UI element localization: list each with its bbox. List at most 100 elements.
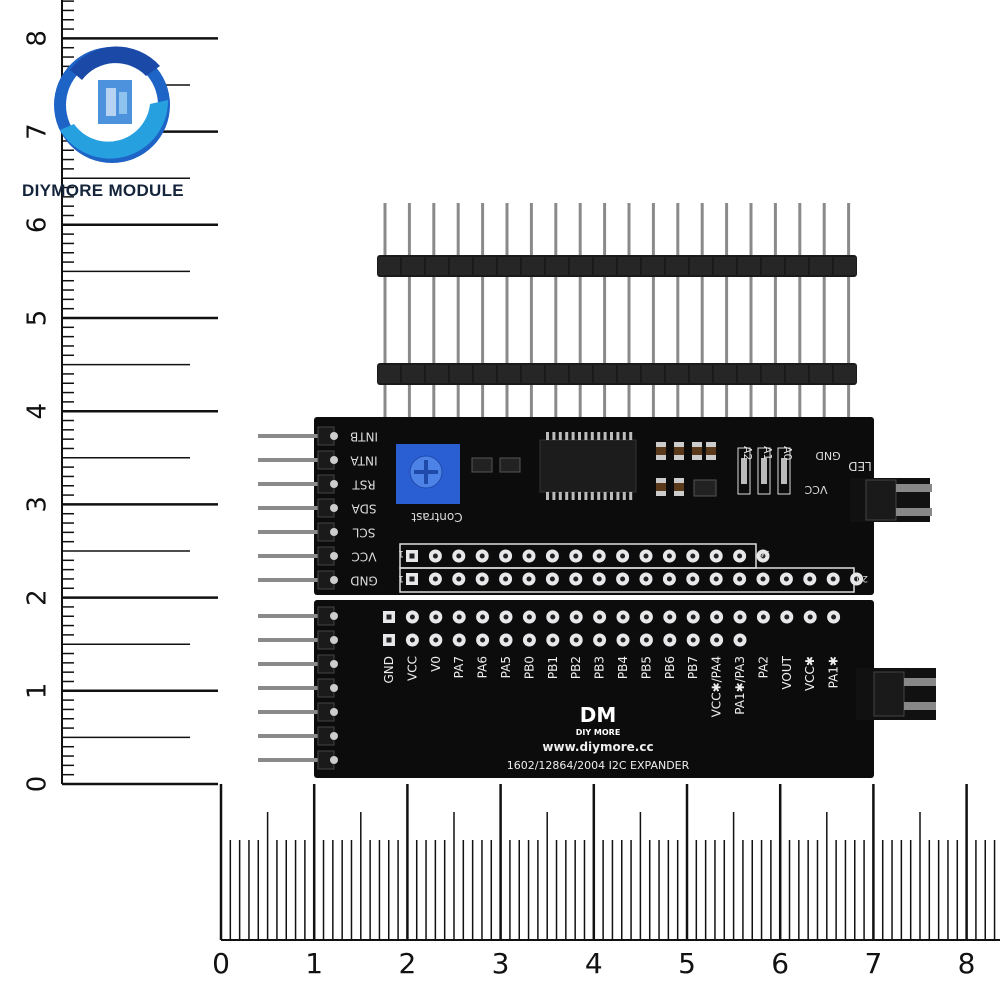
ic-leg [629,432,633,440]
pad-hole [432,553,438,559]
pad-hole [456,576,462,582]
pad-hole [597,637,603,643]
pad-hole [573,576,579,582]
side-pin-pad [330,552,338,560]
pad-hole [713,576,719,582]
pad-hole [456,553,462,559]
header-pin [505,277,509,311]
pad-hole [830,576,836,582]
pad-hole [573,553,579,559]
header-pin [725,311,729,363]
side-pin-pad [330,612,338,620]
ic-leg [590,492,594,500]
header-strip [377,363,857,385]
pad-hole [714,637,720,643]
header-pin [554,385,558,419]
pad-hole [690,637,696,643]
header-segment [570,257,592,275]
header-pin [554,277,558,311]
header-pin [700,311,704,363]
ic-leg [546,432,549,440]
header-pin [725,203,729,255]
pad-hole [760,553,766,559]
header-pin [456,385,460,419]
vertical-ruler-label: 6 [23,217,53,234]
header-pin [529,203,533,255]
ic-leg [603,492,607,500]
header-segment [378,257,400,275]
ic-leg [622,492,626,500]
pin-label: PA2 [756,656,770,678]
header-pin [847,277,851,311]
header-segment [450,257,472,275]
ic-leg [558,492,562,500]
ic-leg [552,432,556,440]
pad-hole [526,553,532,559]
pad-hole [643,637,649,643]
header-pin [651,311,655,363]
header-pin [798,311,802,363]
header-pin [603,311,607,363]
pad-hole [503,614,509,620]
header-pin [725,385,729,419]
pad-hole [550,637,556,643]
header-pin [798,277,802,311]
side-pin-pad [330,432,338,440]
header-pin [383,385,387,419]
ic-leg [571,492,575,500]
header-pin [529,277,533,311]
pad-hole [690,553,696,559]
header-segment [834,365,856,383]
pin-label: VOUT [780,655,794,689]
header-pin [481,277,485,311]
header-pin [627,385,631,419]
header-pin [822,311,826,363]
header-segment [474,365,496,383]
side-pin-pad [330,756,338,764]
pin-label: PB2 [569,656,583,679]
header-segment [450,365,472,383]
pin-label: PA6 [476,656,490,678]
header-pin [481,203,485,255]
vertical-ruler-label: 5 [23,310,53,327]
header-segment [714,365,736,383]
header-pin [676,385,680,419]
pin-label: PA1✱ [827,656,841,688]
pad-hole [433,614,439,620]
side-pin [258,758,320,762]
pad-hole [550,614,556,620]
pin-label: PB4 [616,656,630,679]
header-pin [651,385,655,419]
pin-label: VCC✱ [803,656,817,691]
pad-hole [456,637,462,643]
pot-label: Contrast [411,510,463,524]
pad-hole [409,614,415,620]
header-pin [822,277,826,311]
header-pin [456,277,460,311]
header-pin [432,385,436,419]
ic-leg [629,492,633,500]
side-pin [258,578,320,582]
side-pin [258,662,320,666]
header-pin [456,203,460,255]
ic-leg [565,432,569,440]
diymore-logo [54,46,170,163]
pin-header-strips [377,203,857,419]
header-segment [498,365,520,383]
header-segment [546,365,568,383]
pad-hole [596,553,602,559]
ic-leg [616,492,620,500]
header-pin [773,385,777,419]
pad-hole [409,553,415,559]
side-pin-label: RST [352,478,376,492]
header-pin [407,203,411,255]
ic-leg [590,432,594,440]
pad-hole [386,614,392,620]
pad-hole [549,576,555,582]
side-pin-pad [330,636,338,644]
header-pin [407,277,411,311]
header-pin [700,277,704,311]
pad-hole [386,637,392,643]
side-pin-pad [330,684,338,692]
